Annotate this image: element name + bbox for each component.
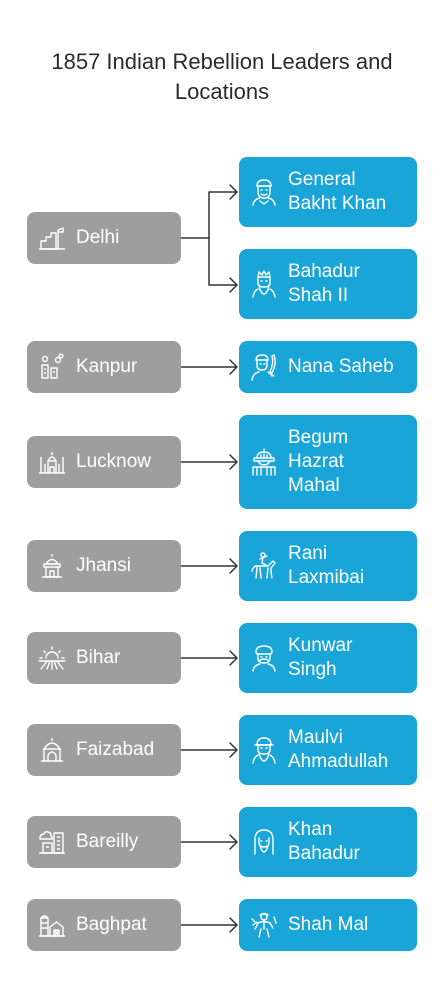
- leader-name: Rani Laxmibai: [288, 543, 365, 588]
- location-label: Jhansi: [76, 555, 131, 576]
- leader-name: General Bakht Khan: [288, 169, 387, 214]
- location-bihar: Bihar: [27, 632, 181, 684]
- location-label: Bareilly: [76, 831, 139, 852]
- hooded-man-icon: [254, 829, 274, 855]
- connector-bihar: [180, 650, 238, 666]
- warrior-sword-icon: [251, 354, 276, 381]
- leader-name: Shah Mal: [288, 914, 369, 935]
- location-kanpur: Kanpur: [27, 341, 181, 393]
- queen-icon: [252, 448, 276, 476]
- connector-jhansi: [180, 558, 238, 574]
- leader-khan-bahadur: Khan Bahadur: [239, 807, 417, 877]
- diagram-title: 1857 Indian Rebellion Leaders and Locati…: [0, 47, 444, 107]
- bearded-man-icon: [252, 645, 276, 672]
- leader-nana-saheb: Nana Saheb: [239, 341, 417, 393]
- leader-name: Begum Hazrat Mahal: [288, 427, 349, 496]
- title-line-2: Locations: [174, 79, 270, 104]
- leader-general-bakht-khan: General Bakht Khan: [239, 157, 417, 227]
- leader-kunwar-singh: Kunwar Singh: [239, 623, 417, 693]
- title-line-1: 1857 Indian Rebellion Leaders and: [51, 49, 393, 74]
- connector-bareilly: [180, 834, 238, 850]
- temple-icon: [42, 554, 62, 578]
- leader-rani-laxmibai: Rani Laxmibai: [239, 531, 417, 601]
- cleric-icon: [252, 737, 276, 764]
- location-lucknow: Lucknow: [27, 436, 181, 488]
- connector-delhi-to-bahadur-shah: [208, 237, 238, 293]
- location-label: Bihar: [76, 647, 121, 668]
- location-bareilly: Bareilly: [27, 816, 181, 868]
- horse-rider-icon: [251, 552, 276, 579]
- leader-begum-hazrat-mahal: Begum Hazrat Mahal: [239, 415, 417, 509]
- leader-name: Bahadur Shah II: [288, 261, 360, 306]
- leader-maulvi-ahmadullah: Maulvi Ahmadullah: [239, 715, 417, 785]
- connector-faizabad: [180, 742, 238, 758]
- location-jhansi: Jhansi: [27, 540, 181, 592]
- location-label: Baghpat: [76, 914, 147, 935]
- leader-name: Khan Bahadur: [288, 819, 360, 864]
- connector-delhi-to-bakht-khan: [208, 184, 238, 239]
- location-label: Faizabad: [76, 739, 155, 760]
- leader-name: Nana Saheb: [288, 356, 394, 377]
- leader-shah-mal: Shah Mal: [239, 899, 417, 951]
- connector-kanpur: [180, 359, 238, 375]
- city-icon: [39, 831, 65, 854]
- location-label: Delhi: [76, 227, 120, 248]
- palace-icon: [39, 452, 65, 474]
- turban-man-icon: [252, 179, 276, 206]
- location-baghpat: Baghpat: [27, 899, 181, 951]
- location-delhi: Delhi: [27, 212, 181, 264]
- location-faizabad: Faizabad: [27, 724, 181, 776]
- farmer-icon: [251, 912, 277, 938]
- fort-icon: [39, 227, 65, 250]
- location-label: Lucknow: [76, 451, 151, 472]
- connector-lucknow: [180, 454, 238, 470]
- location-label: Kanpur: [76, 356, 138, 377]
- factory-icon: [41, 353, 64, 379]
- farm-icon: [39, 915, 65, 937]
- connector-baghpat: [180, 917, 238, 933]
- sun-field-icon: [38, 646, 66, 670]
- leader-name: Maulvi Ahmadullah: [288, 727, 389, 772]
- leader-bahadur-shah-ii: Bahadur Shah II: [239, 249, 417, 319]
- leader-name: Kunwar Singh: [288, 635, 353, 680]
- crowned-king-icon: [252, 270, 276, 298]
- mosque-icon: [41, 738, 63, 762]
